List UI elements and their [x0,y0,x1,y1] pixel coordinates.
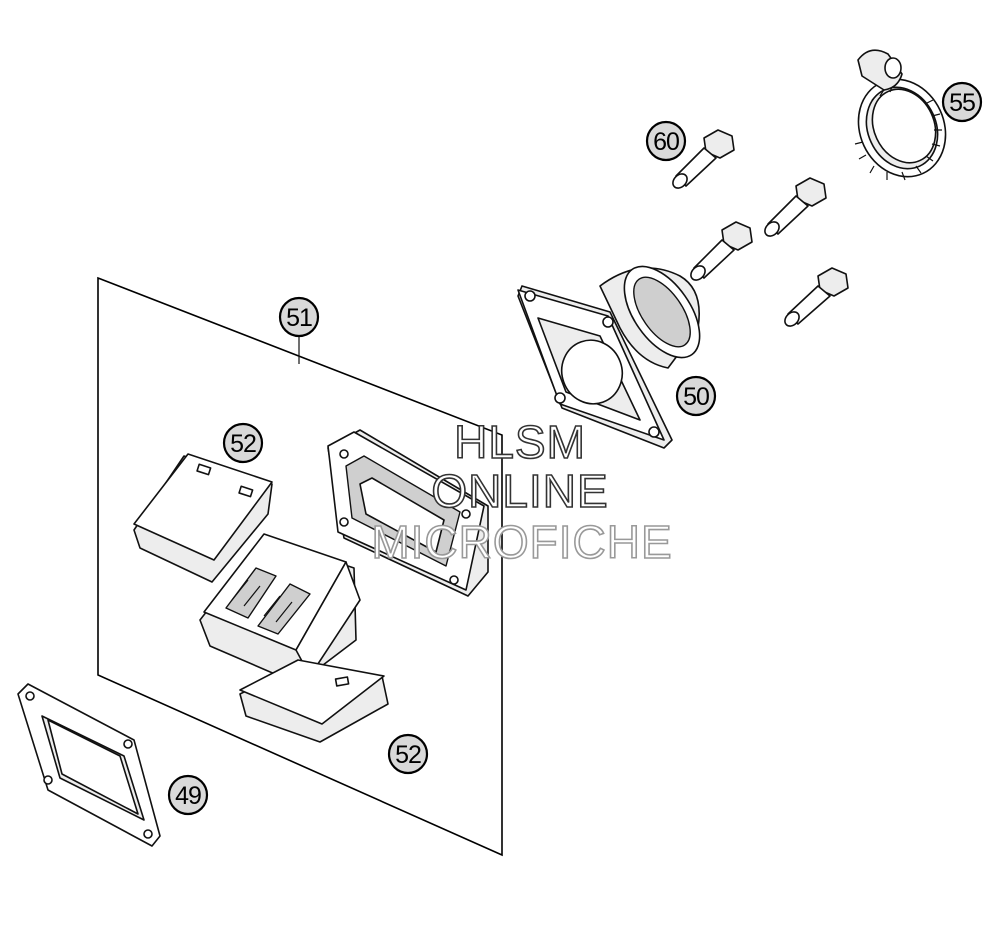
gasket-part [17,683,161,847]
callout-55[interactable]: 55 [941,81,983,123]
bolt-part-4 [784,267,849,327]
callout-52-upper[interactable]: 52 [222,422,264,464]
callout-51[interactable]: 51 [278,296,320,338]
callout-49-label: 49 [175,782,201,810]
callout-60-label: 60 [653,128,679,156]
callout-52-upper-label: 52 [230,430,256,458]
callout-50[interactable]: 50 [675,375,717,417]
callout-52-lower-label: 52 [395,741,421,769]
reed-petal-part-upper [133,453,273,583]
watermark: HLSM ONLINE MICROFICHE [371,415,673,569]
intake-manifold-part [517,265,701,449]
callout-51-label: 51 [286,304,312,332]
bolt-part-2 [764,177,827,237]
reed-valve-kit-frame [97,276,503,857]
bolt-part-1 [672,129,735,189]
bolt-part-3 [690,221,753,281]
reed-petal-part-lower [239,659,389,743]
hose-clamp-part [854,49,947,181]
callout-55-label: 55 [949,89,975,117]
watermark-line-1: HLSM [454,416,586,468]
callout-60[interactable]: 60 [645,120,687,162]
reed-block-frame-part [327,429,489,597]
watermark-line-2: ONLINE [431,465,608,517]
callout-49[interactable]: 49 [167,774,209,816]
reed-cage-part [199,533,361,685]
watermark-line-3: MICROFICHE [371,516,672,568]
callout-52-lower[interactable]: 52 [387,733,429,775]
callout-50-label: 50 [683,383,709,411]
